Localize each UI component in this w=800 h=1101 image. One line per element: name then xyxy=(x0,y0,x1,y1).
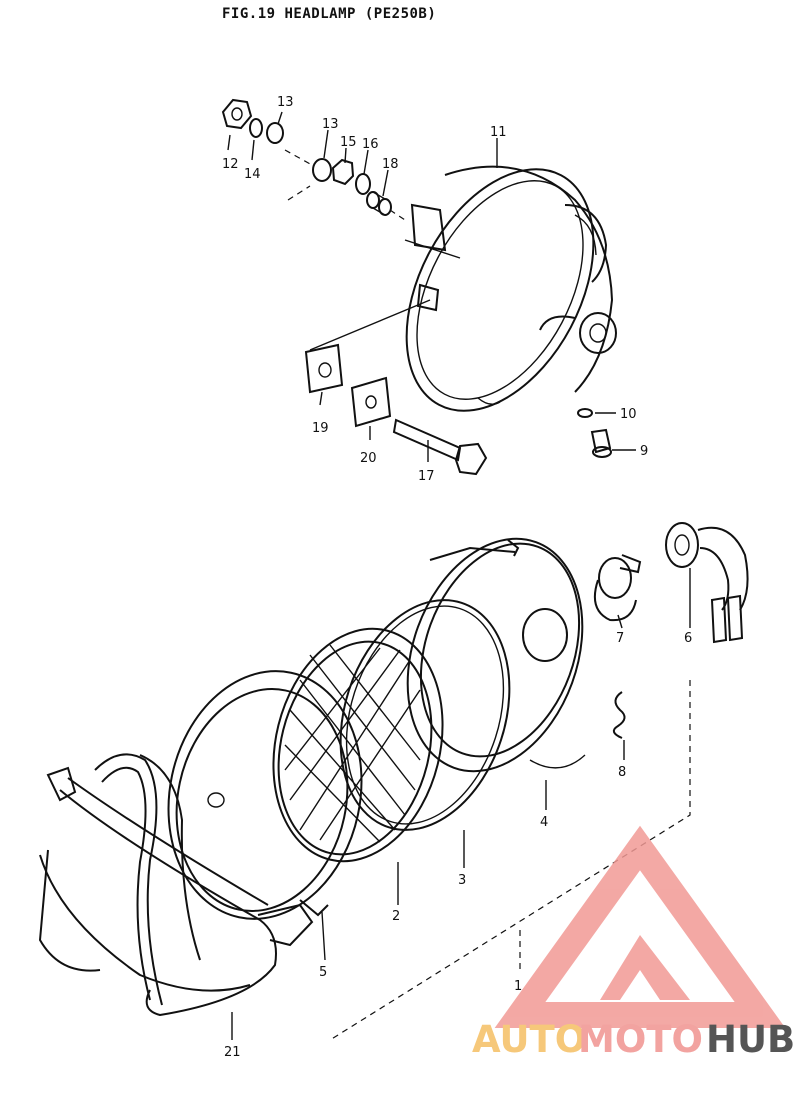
spring-8 xyxy=(612,691,626,739)
callout-1: 1 xyxy=(514,979,522,994)
headlamp-guard-21 xyxy=(38,753,314,1017)
callout-12: 12 xyxy=(222,157,239,172)
callout-9: 9 xyxy=(640,444,648,459)
nut-15 xyxy=(331,158,355,186)
washer-13-inner xyxy=(312,158,332,182)
callout-8: 8 xyxy=(618,765,626,780)
callout-10: 10 xyxy=(620,407,637,422)
callout-16: 16 xyxy=(362,137,379,152)
callout-3: 3 xyxy=(458,873,466,888)
callout-5: 5 xyxy=(319,965,327,980)
washer-10 xyxy=(577,408,593,418)
automotohub-wordmark: AUTO MOTO HUB xyxy=(472,1018,795,1061)
lens-unit-2 xyxy=(272,627,444,863)
plate-20 xyxy=(350,376,392,428)
automotohub-logo xyxy=(494,825,786,1028)
headlamp-rim-4 xyxy=(406,537,586,773)
watermark-auto: AUTO xyxy=(472,1018,586,1061)
callout-13b: 13 xyxy=(322,117,339,132)
callout-4: 4 xyxy=(540,815,548,830)
callout-15: 15 xyxy=(340,135,357,150)
watermark-moto: MOTO xyxy=(578,1018,703,1061)
callout-20: 20 xyxy=(360,451,377,466)
callout-14: 14 xyxy=(244,167,261,182)
callout-7: 7 xyxy=(616,631,624,646)
ring-3 xyxy=(339,599,511,831)
callout-21: 21 xyxy=(224,1045,241,1060)
callout-18: 18 xyxy=(382,157,399,172)
bolt-17 xyxy=(392,418,488,476)
socket-6 xyxy=(665,522,749,644)
washer-14 xyxy=(249,118,263,138)
watermark-hub: HUB xyxy=(706,1018,795,1061)
damper-19 xyxy=(304,343,344,394)
callout-19: 19 xyxy=(312,421,329,436)
washer-16 xyxy=(355,173,371,195)
spacer-18 xyxy=(366,191,392,216)
callout-13a: 13 xyxy=(277,95,294,110)
headlamp-housing xyxy=(404,165,617,412)
mount-rim-5 xyxy=(167,670,363,920)
bulb-7 xyxy=(594,554,642,622)
callout-6: 6 xyxy=(684,631,692,646)
callout-2: 2 xyxy=(392,909,400,924)
screw-9 xyxy=(590,428,612,458)
washer-13-outer xyxy=(266,122,284,144)
nut-12 xyxy=(221,98,253,130)
callout-11: 11 xyxy=(490,125,507,140)
figure-title: FIG.19 HEADLAMP (PE250B) xyxy=(222,6,437,22)
callout-17: 17 xyxy=(418,469,435,484)
